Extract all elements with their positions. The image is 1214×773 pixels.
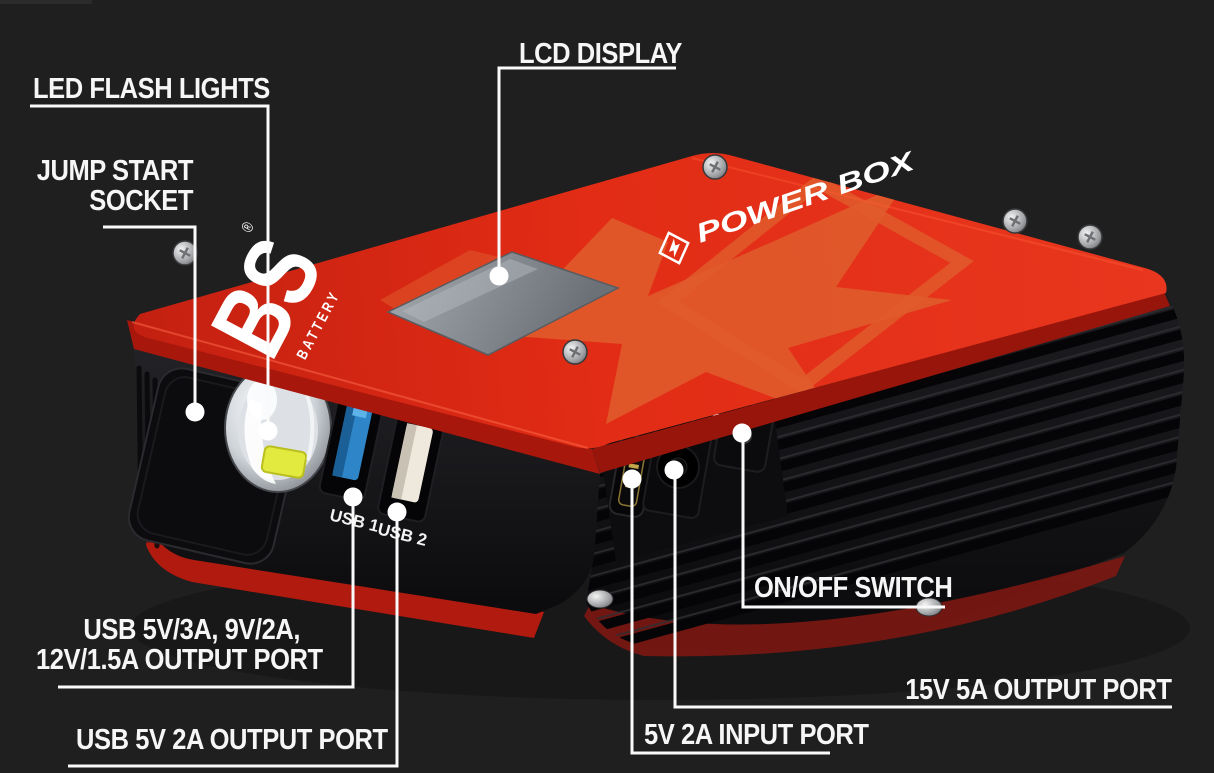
- bevel-screw: [561, 338, 589, 366]
- callout-jump-start-socket-line2: SOCKET: [89, 185, 193, 217]
- on-off-switch-line: [741, 441, 945, 609]
- callout-lcd-display: LCD DISPLAY: [519, 38, 682, 70]
- led-flash-lights-line: [30, 104, 270, 424]
- usb-5v2a-output-dot: [387, 502, 407, 522]
- lcd-display-line: [497, 66, 676, 268]
- lcd-display-dot: [489, 266, 509, 286]
- usb-multi-output-line: [58, 505, 355, 689]
- in-5v2a-dot: [622, 469, 642, 489]
- jump-start-socket-dot: [185, 402, 205, 422]
- led-flash-lights-dot: [258, 421, 278, 441]
- usb2-port: [377, 403, 447, 523]
- callout-led-flash-lights: LED FLASH LIGHTS: [33, 73, 270, 105]
- callout-out-15v5a: 15V 5A OUTPUT PORT: [905, 674, 1173, 706]
- led-flashlight: [224, 363, 332, 493]
- callout-usb-multi-output: USB 5V/3A, 9V/2A, 12V/1.5A OUTPUT PORT: [36, 614, 323, 676]
- base-red-strip-right: [584, 556, 1125, 657]
- callout-dots: [185, 266, 752, 522]
- power-box-emblem-icon: [658, 231, 690, 265]
- callout-lines: [30, 66, 1172, 768]
- callout-jump-start-socket: JUMP START SOCKET: [23, 155, 194, 217]
- callout-usb-multi-output-line1: USB 5V/3A, 9V/2A,: [83, 614, 300, 646]
- callout-on-off-switch: ON/OFF SWITCH: [754, 572, 953, 604]
- front-face: USB 1 USB 2: [127, 349, 600, 638]
- out-15v5a-line: [673, 478, 1172, 709]
- jump-start-socket-line: [103, 225, 197, 404]
- out-15v5a-dot: [664, 460, 684, 480]
- in-5v2a-line: [630, 487, 830, 755]
- callout-jump-start-socket-line1: JUMP START: [36, 155, 194, 187]
- usb-5v2a-output-line: [68, 520, 399, 768]
- usb-multi-output-dot: [343, 487, 363, 507]
- callout-usb-5v2a-output: USB 5V 2A OUTPUT PORT: [76, 724, 388, 756]
- top-left-artifact: [0, 0, 92, 4]
- callout-in-5v2a: 5V 2A INPUT PORT: [644, 719, 869, 751]
- on-off-switch-dot: [732, 423, 752, 443]
- top-face: POWER BOX BS BATTERY ®: [131, 145, 1167, 449]
- callout-usb-multi-output-line2: 12V/1.5A OUTPUT PORT: [36, 644, 323, 676]
